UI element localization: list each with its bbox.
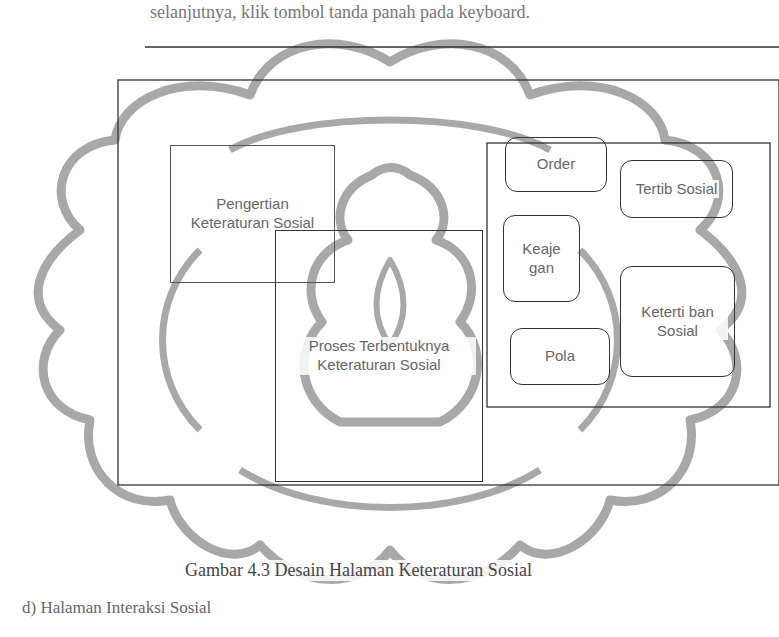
frame-lines — [118, 47, 779, 485]
box-text: Order — [535, 155, 577, 174]
cut-off-text: selanjutnya, klik tombol tanda panah pad… — [150, 2, 530, 23]
figure-caption: Gambar 4.3 Desain Halaman Keteraturan So… — [185, 560, 532, 581]
rounded-box: Pola — [510, 328, 610, 385]
watermark-logo — [38, 44, 742, 580]
rounded-box: Order — [505, 137, 607, 192]
rounded-box: Keterti ban Sosial — [620, 266, 735, 377]
box-text: Keterti ban Sosial — [627, 303, 728, 341]
box-text: Proses Terbentuknya Keteraturan Sosial — [282, 337, 476, 375]
box-text: Pola — [543, 347, 577, 366]
section-heading: d) Halaman Interaksi Sosial — [22, 598, 211, 618]
rounded-box: Keaje gan — [503, 215, 580, 302]
content-box: Pengertian Keteraturan Sosial — [170, 145, 335, 283]
rounded-box: Tertib Sosial — [620, 160, 733, 218]
box-text: Keaje gan — [510, 240, 573, 278]
box-text: Pengertian Keteraturan Sosial — [177, 195, 328, 233]
box-text: Tertib Sosial — [634, 180, 720, 199]
content-box: Proses Terbentuknya Keteraturan Sosial — [275, 230, 483, 482]
